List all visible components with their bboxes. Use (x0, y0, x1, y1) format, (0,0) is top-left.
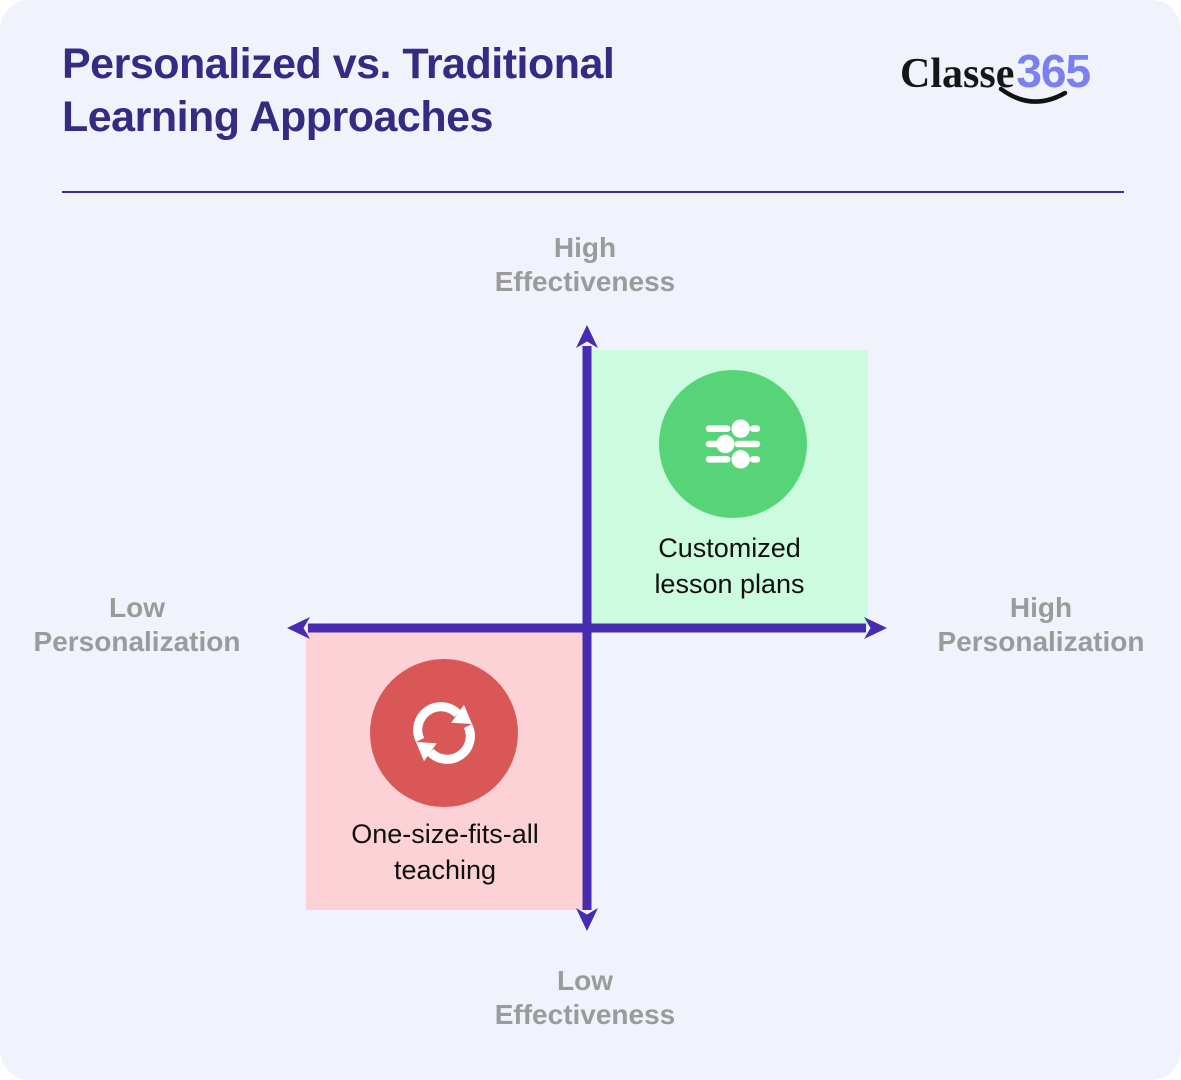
sliders-icon (705, 419, 761, 469)
quadrant-label: Customized lesson plans (654, 533, 805, 599)
smile-icon (998, 86, 1068, 104)
axis-label-high-personalization: High Personalization (937, 592, 1145, 657)
logo-365: 365 (1016, 45, 1091, 97)
page-title: Personalized vs. Traditional Learning Ap… (62, 40, 615, 141)
header-divider (62, 191, 1124, 193)
axis-label-low-personalization: Low Personalization (33, 592, 241, 657)
quadrant-label: One-size-fits-all teaching (351, 819, 539, 885)
axis-label-high-effectiveness: High Effectiveness (494, 232, 676, 297)
refresh-icon (413, 702, 475, 764)
axis-label-low-effectiveness: Low Effectiveness (494, 965, 676, 1030)
red-icon-circle (370, 659, 518, 807)
quadrant-one-size-fits-all: One-size-fits-all teaching (306, 632, 584, 910)
logo-wordmark: Classe (900, 51, 1015, 97)
quadrant-customized-lesson-plans: Customized lesson plans (591, 350, 868, 628)
green-icon-circle (659, 370, 807, 518)
